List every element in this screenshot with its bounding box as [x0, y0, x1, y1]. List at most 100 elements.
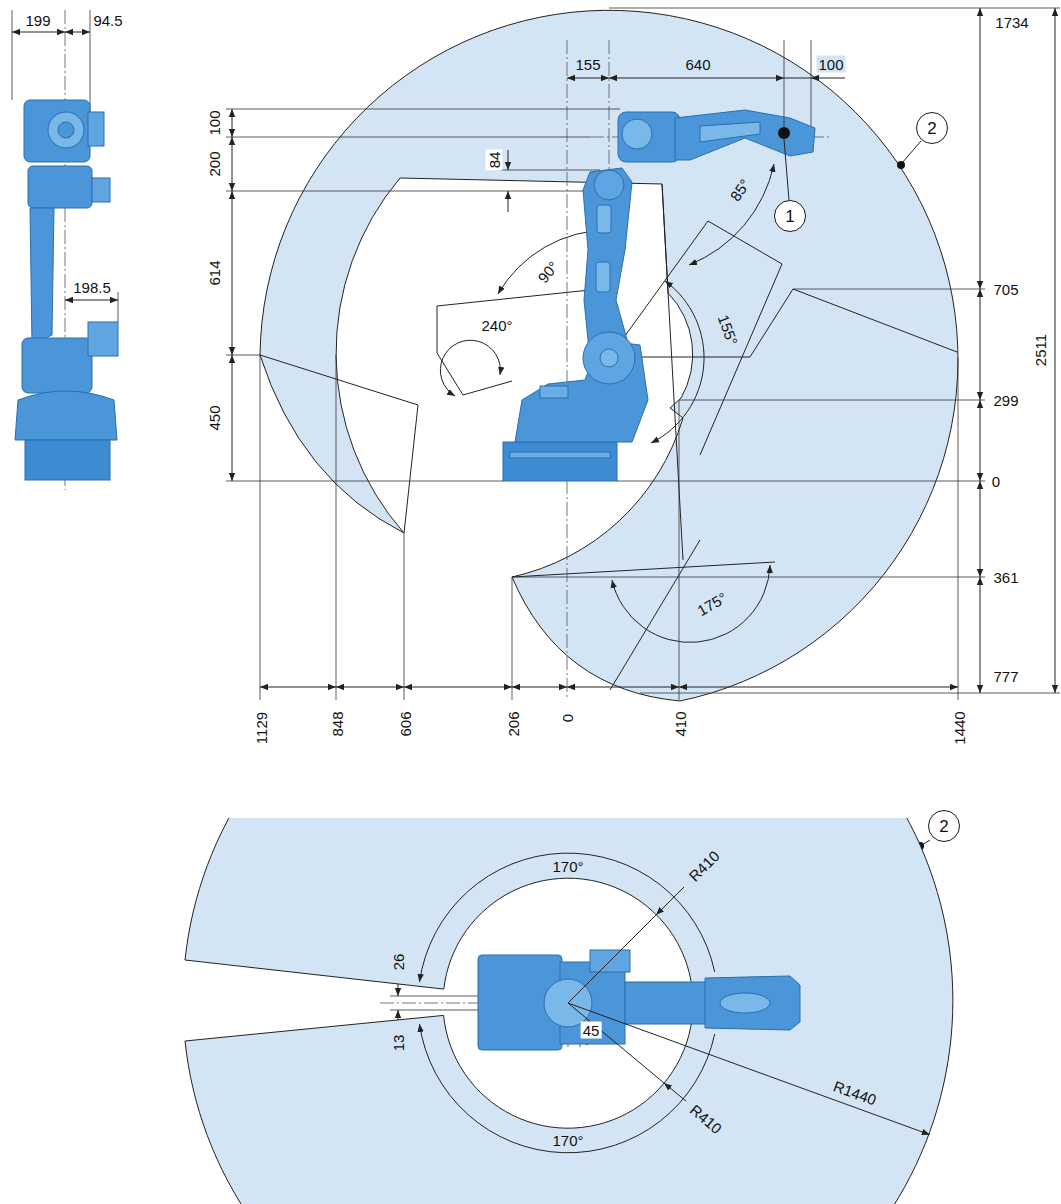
dimension-lines-part	[980, 8, 981, 289]
robot-side-elevation-part	[540, 386, 568, 398]
extension-lines-part	[226, 191, 583, 192]
extension-lines-part	[679, 400, 680, 700]
angle-arcs-part	[440, 340, 500, 396]
dimension-value: 13	[390, 1033, 407, 1054]
extension-lines-part	[404, 533, 405, 700]
robot-side-elevation-part	[510, 452, 610, 458]
dimension-lines-part	[232, 191, 233, 355]
working-envelope-plan	[185, 818, 953, 1204]
dimension-value: 777	[991, 668, 1020, 685]
robot-front-elevation-part	[25, 440, 110, 480]
limit-lines-part	[512, 562, 775, 577]
dimension-value: 84	[486, 150, 503, 171]
dimension-lines-part	[12, 32, 65, 33]
dimension-value: 198.5	[71, 279, 113, 296]
dimension-value: 450	[206, 403, 223, 432]
angle-arcs	[420, 853, 715, 1153]
robot-side-elevation-part	[503, 442, 617, 481]
callout-number: 1	[774, 200, 806, 232]
dimension-value: 361	[991, 569, 1020, 586]
dimension-value: 0	[559, 712, 576, 724]
angle-value: 90°	[533, 256, 563, 287]
dimension-lines-part	[784, 78, 811, 79]
extension-lines-part	[226, 109, 620, 110]
robot-plan-view	[478, 950, 800, 1050]
dimension-lines-part	[65, 32, 90, 33]
angle-arcs-part	[689, 164, 774, 265]
angle-value: 170°	[550, 1132, 585, 1149]
dimension-lines-part	[232, 137, 233, 191]
dimension-value: 614	[206, 258, 223, 287]
callout-text: 1	[785, 208, 794, 225]
extension-lines-part	[784, 40, 785, 127]
robot-front-elevation-part	[48, 112, 84, 148]
robot-side-elevation-part	[594, 170, 624, 200]
dimension-lines-part	[508, 191, 509, 212]
working-envelope-part	[260, 10, 958, 701]
dimension-value: 0	[990, 473, 1002, 490]
radius-leaders-part	[568, 915, 656, 1003]
dimension-value: 1734	[993, 14, 1030, 31]
robot-plan-view-part	[720, 993, 770, 1013]
robot-side-elevation-part	[597, 205, 611, 233]
dimension-lines-part	[980, 577, 981, 693]
extension-lines-part	[226, 481, 503, 482]
extension-lines-part	[90, 10, 91, 112]
robot-side-elevation	[503, 110, 815, 481]
dimension-lines-part	[679, 687, 958, 688]
extension-lines-part	[793, 289, 985, 290]
dimension-lines-part	[980, 400, 981, 481]
dimension-lines-part	[404, 687, 512, 688]
dimension-lines-part	[336, 687, 404, 688]
angle-value: 170°	[550, 858, 585, 875]
robot-front-elevation-part	[88, 112, 104, 146]
dimension-value: 200	[206, 149, 223, 178]
robot-side-elevation-part	[700, 122, 760, 142]
dimension-value: 299	[991, 392, 1020, 409]
dimension-lines-part	[980, 481, 981, 577]
extension-lines-part	[118, 292, 119, 322]
limit-lines-part	[437, 288, 609, 306]
angle-value: 240°	[479, 317, 514, 334]
limit-lines-part	[662, 184, 683, 560]
radius-leaders-part	[568, 1003, 664, 1083]
robot-plan-view-part	[705, 976, 800, 1030]
dimension-value: 155	[573, 56, 602, 73]
robot-front-elevation-part	[24, 100, 90, 162]
robot-side-elevation-part	[596, 262, 610, 292]
robot-side-elevation-part	[583, 332, 635, 384]
dimension-value: 410	[672, 709, 689, 738]
extension-lines-part	[226, 355, 260, 356]
extension-lines-part	[958, 358, 959, 700]
callout-text: 2	[927, 120, 936, 137]
robot-front-elevation-part	[88, 322, 118, 356]
limit-lines-part	[260, 355, 418, 533]
extension-lines-part	[609, 8, 1060, 9]
callout-leaders	[784, 139, 930, 845]
dimension-lines-part	[260, 687, 336, 688]
dimension-value: 100	[816, 56, 845, 73]
extension-lines-part	[226, 137, 590, 138]
callout-number: 2	[928, 810, 960, 842]
dimension-lines-part	[980, 289, 981, 400]
radius-leaders-part	[656, 887, 684, 915]
extension-lines-part	[679, 400, 985, 401]
center-lines-part	[567, 40, 568, 700]
extension-lines-part	[811, 40, 812, 126]
dimension-value: 606	[397, 709, 414, 738]
callout-number: 2	[916, 112, 948, 144]
dimension-lines-part	[567, 78, 609, 79]
robot-side-elevation-part	[622, 119, 652, 149]
radius-leaders-part	[664, 1083, 686, 1101]
extension-lines-part	[12, 10, 13, 100]
dimension-value: 848	[329, 709, 346, 738]
dimension-lines-part	[512, 687, 567, 688]
callout-dots-part	[897, 161, 905, 169]
dimension-lines-part	[609, 78, 784, 79]
dimension-value: 1129	[253, 710, 270, 746]
working-envelope-plan-part	[185, 818, 953, 1204]
dimension-value: 45	[581, 1022, 602, 1039]
callout-leaders-part	[902, 141, 921, 163]
